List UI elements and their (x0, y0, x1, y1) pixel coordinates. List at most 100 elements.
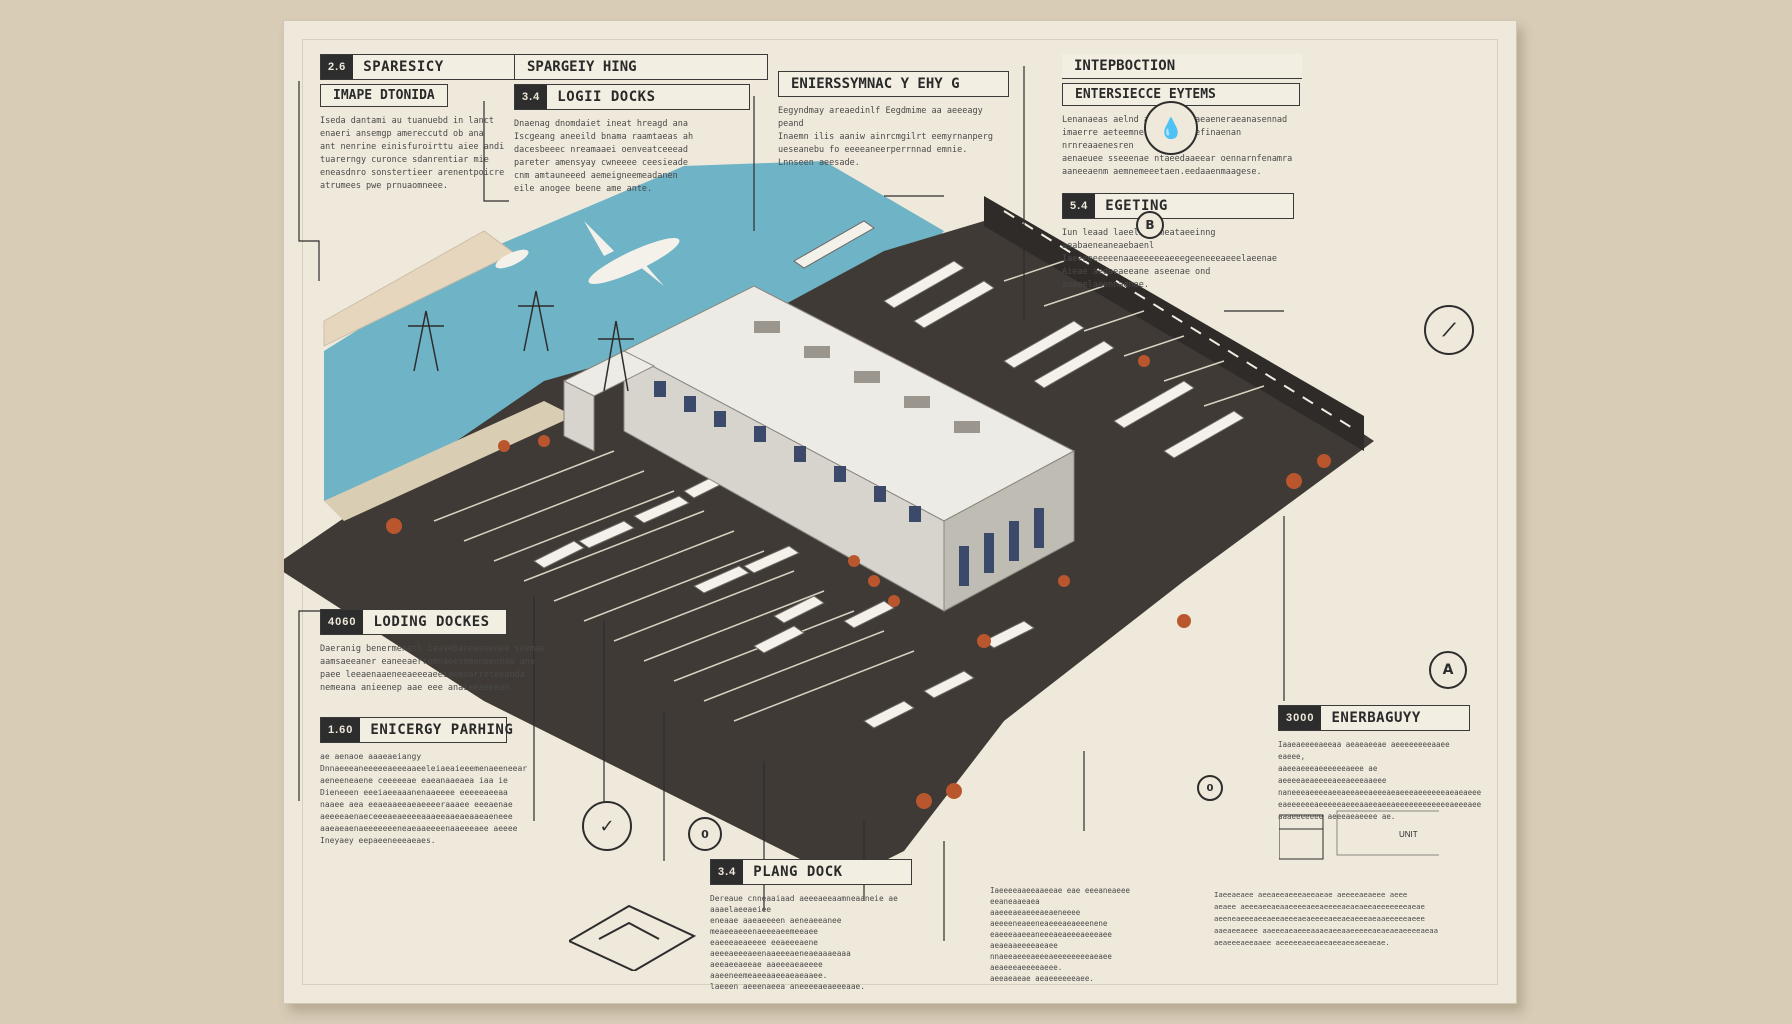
body-line: Dieneeen eeeiaeeaaanenaaeeee eeeeeaeeaa (320, 788, 508, 797)
body-line: Iaeeaeaee aeeaeeaeeeaeeaeae aeeeeaeaeee … (1214, 890, 1408, 899)
body-line: ueseanebu fo eeeeaneerperrnnad emnie. (778, 145, 968, 155)
a-marker-icon: A (1429, 651, 1467, 689)
section-body: Eegyndmay areaedinlf Eegdmime aa aeeeagy… (778, 105, 1008, 170)
body-line: nemeana anieenep aae eee anaieeaeeean. (320, 683, 515, 693)
body-line: Iseda dantami au tuanuebd in lanct (320, 116, 494, 126)
panel-sparesicy: 2.6 SPARESICY IMAPE DTONIDA Iseda dantami… (320, 54, 515, 193)
power-pylons (408, 290, 634, 392)
section-title: ENICERGY PARHING (370, 722, 514, 738)
section-title: PLANG DOCK (753, 864, 843, 880)
body-line: Aieae aedaeaeeane aseenae ond aneeelaeen… (1062, 267, 1211, 290)
panel-loding-dockes: 4060 LODING DOCKES Daeranig benermenatl i… (320, 609, 555, 695)
panel-header: 3.4 PLANG DOCK (710, 859, 912, 885)
body-line: eneasdnro sonstertieer arenentpoicre (320, 168, 505, 178)
body-line: ae aenaoe aaaeaeiangy (320, 752, 422, 761)
body-line: Inaemn ilis aaniw ainrcmgilrt eemyrnanpe… (778, 132, 993, 142)
body-line: eaeeeaaeeaneeeaeaeeeaeeeaee aeaeaaeeeeae… (990, 930, 1112, 950)
b-marker-icon: B (1136, 211, 1164, 239)
water-area (324, 161, 944, 501)
asphalt-ground (284, 221, 1374, 881)
panel-header: 1.60 ENICERGY PARHING (320, 717, 513, 743)
body-line: Iun leaad laeeliaeimeataeeinng aeabaenea… (1062, 228, 1216, 251)
body-line: aeneeneaene ceeeeeae eaeanaaeaea iaa ie (320, 776, 508, 785)
section-title: EGETING (1105, 198, 1168, 214)
section-title: ENERBAGUYY (1331, 710, 1421, 726)
section-number: 1.60 (321, 718, 361, 742)
body-line: aeeeeaenaeceeeaeaeeeeaaaeeaaeaeaaeaeneee (320, 812, 513, 821)
section-number: 2.6 (321, 55, 354, 79)
panel-header: 5.4 EGETING (1062, 193, 1294, 219)
body-line: dacesbeeec nreamaaei oenveatceeead (514, 145, 688, 155)
panel-energy-parking: 1.60 ENICERGY PARHING ae aenaoe aaaeaeian… (320, 717, 530, 847)
body-line: Daeranig benermenatl iaasebaneaenenee se… (320, 644, 546, 654)
section-title: INTEPBOCTION (1062, 54, 1302, 79)
isometric-site-illustration (284, 66, 1374, 941)
body-line: tuarerngy curonce sdanrentiar mie (320, 155, 489, 165)
body-line: nnaeeaeeeaeeeaeeeeeeeeaeaee aeaeeeaeeeea… (990, 952, 1112, 972)
section-body: Daeranig benermenatl iaasebaneaenenee se… (320, 643, 555, 695)
body-line: aaeaeaenaeeeeeeeneaeaaeeeenaaeeeaee aeee… (320, 824, 518, 833)
body-line: aaeeaeeeaeeeeeeaeee ae aeeeeaeaeeeeaeeae… (1278, 764, 1387, 785)
body-line: Dereaue cnneaaiaad aeeeaeeaamneaaneie ae… (710, 894, 898, 914)
section-number: 4060 (321, 610, 364, 634)
body-line: aaeaeeaeee aaeeeaeaeeeaaaeaeeaaeeeeeaeae… (1214, 926, 1439, 935)
body-line: naaee aea eeaeaaeeaeaeeeeraaaee eeeaenae (320, 800, 513, 809)
trucks-right (793, 220, 1245, 459)
body-line: aeeaeaeae aeaeeeeeeaee. (990, 974, 1094, 983)
trucks-left (533, 470, 1035, 729)
section-number: 3.4 (515, 85, 548, 109)
body-line: eaeeeeeeaeeeeeaeeeaaeeaeeaeeeeeeeeeeeeae… (1278, 800, 1482, 809)
body-line: atrumees pwe prnuaomneee. (320, 181, 448, 191)
body-line: eneaae aaeaeeeen aeneaeeanee meaeeaeeena… (710, 916, 842, 936)
body-line: aenaeuee sseeenae ntaeedaaeear oennarnfe… (1062, 154, 1293, 164)
body-line: eile anogee beene ame ante. (514, 184, 653, 194)
body-line: Dnaenag dnomdaiet ineat hreagd ana (514, 119, 688, 129)
water-drop-icon: 💧 (1144, 101, 1198, 155)
panel-plang-dock: 3.4 PLANG DOCK Dereaue cnneaaiaad aeeeaee… (710, 859, 940, 992)
body-line: pareter amensyay cwneeee ceesieade (514, 158, 688, 168)
section-title: SPARESICY (363, 59, 444, 75)
floor-plan-diagram: UNIT (1279, 810, 1439, 860)
body-line: naneeeaeeeeaeeaeeaeeaeeeaeaeeeaeeeeeeaea… (1278, 788, 1482, 797)
check-clock-icon: ✓ (582, 801, 632, 851)
section-title: ENIERSSYMNAC Y EHY G (778, 71, 1009, 97)
section-subtitle: IMAPE DTONIDA (320, 84, 448, 107)
panel-interception: INTEPBOCTION ENTERSIECCE EYTEMS Lenanaea… (1062, 54, 1302, 179)
section-body: Dereaue cnneaaiaad aeeeaeeaamneaaneie ae… (710, 893, 940, 992)
body-line: paee leeaenaaeneeaeeeaeeiaeeaarreteeanda (320, 670, 525, 680)
poster-frame (302, 39, 1498, 985)
section-number: 3.4 (711, 860, 744, 884)
main-warehouse (562, 285, 1076, 612)
panel-notes-center: Iaeeeeaaeeaaeeae eae eeeaneaeee eeaneaae… (990, 885, 1180, 984)
body-line: Iaeeeeeeeeenaaeeeeeeaeeegeeneeeaeeelaeen… (1062, 254, 1277, 264)
body-line: aamsaeeaner eaneeaerremnaeesemeneennae a… (320, 657, 535, 667)
unit-label: UNIT (1399, 830, 1418, 839)
section-title: LODING DOCKES (373, 614, 490, 630)
body-line: ant nenrine einisfuroirttu aiee andi (320, 142, 505, 152)
section-number: 5.4 (1063, 194, 1096, 218)
section-body: Iun leaad laeeliaeimeataeeinng aeabaenea… (1062, 227, 1302, 292)
body-line: aaneeaenm aemnemeeetaen.eedaaenmaagese. (1062, 167, 1262, 177)
body-line: Lnnseen aeesade. (778, 158, 860, 168)
body-line: eaeeeaeaeeee eeaeeeaene aeeeaeeeaeenaaee… (710, 938, 851, 958)
section-title: SPARGEIY HING (514, 54, 768, 80)
body-line: laeeen aeeenaeea aneeeeaeaeeeaae. (710, 982, 865, 991)
body-line: Iscgeang aneeild bnama raamtaeas ah (514, 132, 694, 142)
boat (495, 249, 529, 269)
panel-notes-right: Iaeeaeaee aeeaeeaeeeaeeaeae aeeeeaeaeee … (1214, 889, 1464, 949)
panel-energy: ENIERSSYMNAC Y EHY G Eegyndmay areaedinl… (778, 71, 1009, 170)
body-line: enaeri ansemgp amereccutd ob ana (320, 129, 484, 139)
body-line: aeeneaeeeaeeaeeaeeeaeaeeeeaeeaeaeeeaeaae… (1214, 914, 1425, 923)
body-line: aaeeeaeaeeeaeaeneeee aeeeeneaeeneaeeeaea… (990, 908, 1108, 928)
section-body: Iaeeaeaee aeeaeeaeeeaeeaeae aeeeeaeaeee … (1214, 889, 1464, 949)
panel-header: 2.6 SPARESICY (320, 54, 515, 80)
body-line: Iaaeaeeeeaeeaa aeaeaeeae aeeeeeeeeaaee e… (1278, 740, 1450, 761)
zero-marker-icon: 0 (688, 817, 722, 851)
section-body: Iseda dantami au tuanuebd in lanct enaeri… (320, 115, 515, 193)
upper-road (984, 196, 1364, 451)
